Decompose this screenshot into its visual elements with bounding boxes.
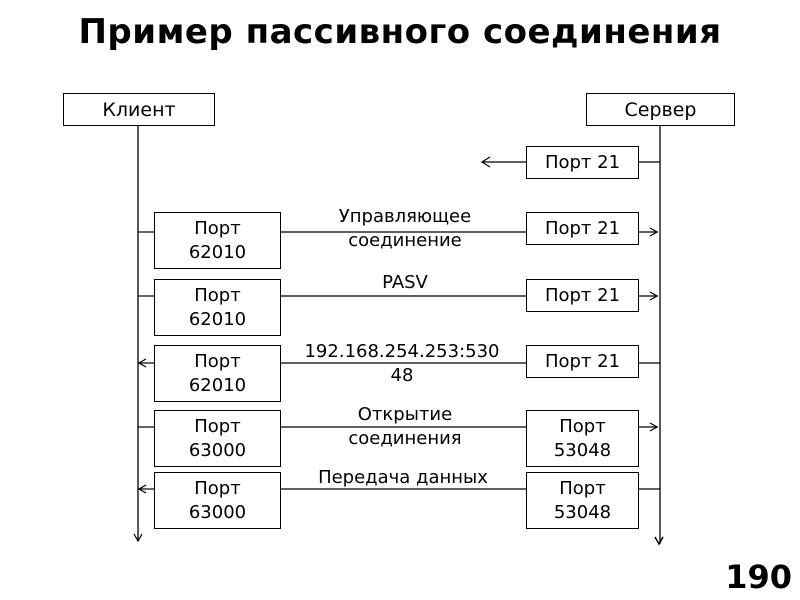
row3-arrow-right-icon — [649, 291, 659, 301]
page-number: 190 — [725, 558, 792, 596]
row1-arrow-left-icon — [480, 156, 491, 168]
message-label: PASV — [382, 272, 428, 293]
client-port-box: Порт 62010 — [154, 212, 281, 269]
client-port-box: Порт 63000 — [154, 472, 281, 529]
message-label: Передача данных — [318, 467, 488, 488]
server-port-box: Порт 53048 — [526, 472, 639, 529]
server-port-box: Порт 21 — [526, 212, 639, 245]
message-label: Управляющее соединение — [338, 206, 472, 251]
message-label: 192.168.254.253:530 48 — [304, 341, 500, 386]
server-lifeline-arrow-icon — [654, 536, 664, 546]
row2-arrow-right-icon — [649, 227, 659, 237]
row4-arrow-left-icon — [137, 358, 147, 368]
client-port-box: Порт 63000 — [154, 410, 281, 467]
message-label: Открытие соединения — [348, 404, 462, 449]
server-port-box: Порт 21 — [526, 146, 639, 179]
row6-arrow-left-icon — [137, 484, 147, 494]
slide-title: Пример пассивного соединения — [78, 12, 722, 52]
client-actor-box: Клиент — [63, 93, 215, 126]
client-port-box: Порт 62010 — [154, 279, 281, 336]
server-actor-box: Сервер — [586, 93, 735, 126]
client-lifeline-arrow-icon — [133, 533, 143, 543]
client-port-box: Порт 62010 — [154, 345, 281, 402]
row5-arrow-right-icon — [649, 422, 659, 432]
server-port-box: Порт 21 — [526, 279, 639, 312]
server-port-box: Порт 21 — [526, 345, 639, 378]
server-port-box: Порт 53048 — [526, 410, 639, 467]
